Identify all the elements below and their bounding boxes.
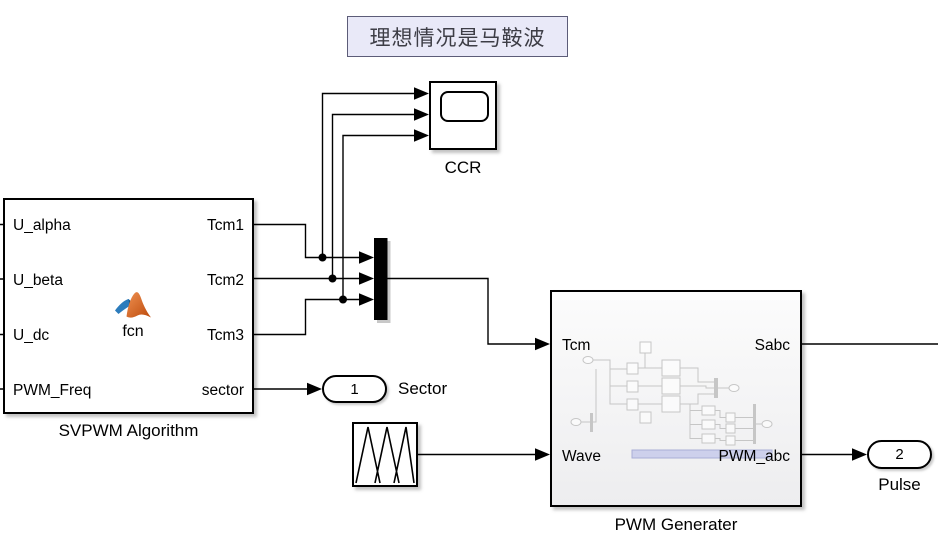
scope-block-name: CCR — [444, 158, 482, 177]
subsystem-preview-icon — [570, 341, 773, 459]
matlab-fcn-icon — [115, 292, 151, 318]
arrowhead — [359, 251, 374, 264]
subsystem-annotation-bar — [631, 449, 773, 459]
arrowhead — [414, 129, 429, 142]
wire-branch-to-scope-2[interactable] — [331, 113, 416, 279]
outport-2[interactable]: 2 — [867, 440, 932, 469]
outport-2-name: Pulse — [878, 475, 921, 494]
port-label-u-dc: U_dc — [13, 327, 50, 344]
arrowhead — [535, 337, 550, 351]
wire-tcm3-to-mux[interactable] — [254, 298, 360, 336]
annotation-text: 理想情况是马鞍波 — [369, 25, 546, 50]
port-label-pwm-abc: PWM_abc — [718, 448, 791, 465]
arrowhead — [414, 87, 429, 100]
triangle-wave-source-block[interactable] — [352, 422, 418, 487]
svpwm-algorithm-block[interactable]: U_alpha U_beta U_dc PWM_Freq Tcm1 Tcm2 T… — [3, 198, 254, 414]
scope-block[interactable] — [429, 81, 497, 150]
arrowhead — [852, 448, 867, 461]
mux-block[interactable] — [374, 238, 388, 320]
wire-branch-to-scope-3[interactable] — [342, 134, 415, 300]
svpwm-block-name: SVPWM Algorithm — [58, 421, 199, 440]
triangle-wave-icon — [355, 426, 415, 484]
port-label-tcm: Tcm — [562, 337, 591, 354]
port-label-wave: Wave — [562, 448, 602, 465]
branch-dot — [318, 253, 327, 262]
scope-screen-icon — [440, 91, 489, 122]
wire-branch-to-scope-1[interactable] — [321, 92, 416, 258]
port-label-sector: sector — [201, 382, 244, 399]
arrowhead — [359, 272, 374, 285]
wire-tcm1-to-mux[interactable] — [254, 223, 360, 259]
port-label-tcm1: Tcm1 — [206, 217, 244, 234]
port-label-sabc: Sabc — [754, 337, 790, 354]
arrowhead — [307, 382, 322, 396]
arrowhead — [414, 108, 429, 121]
port-label-u-alpha: U_alpha — [13, 217, 71, 234]
outport-2-number: 2 — [895, 446, 904, 463]
wire-mux-to-pwm[interactable] — [387, 277, 537, 345]
port-label-tcm2: Tcm2 — [206, 272, 244, 289]
arrowhead — [359, 293, 374, 306]
branch-dot — [328, 274, 337, 283]
port-label-u-beta: U_beta — [13, 272, 63, 289]
fcn-label: fcn — [122, 323, 144, 340]
outport-1-name: Sector — [398, 379, 448, 398]
outport-1-number: 1 — [350, 380, 359, 398]
port-label-pwm-freq: PWM_Freq — [13, 382, 92, 399]
mux-shadow — [377, 241, 391, 323]
branch-dot — [339, 295, 347, 304]
port-label-tcm3: Tcm3 — [206, 327, 244, 344]
pwm-generator-block[interactable]: Tcm Wave Sabc PWM_abc — [550, 290, 802, 507]
pwm-generator-block-name: PWM Generater — [614, 515, 738, 534]
annotation-box[interactable]: 理想情况是马鞍波 — [347, 16, 568, 57]
outport-1[interactable]: 1 — [322, 375, 387, 403]
arrowhead — [535, 448, 550, 461]
